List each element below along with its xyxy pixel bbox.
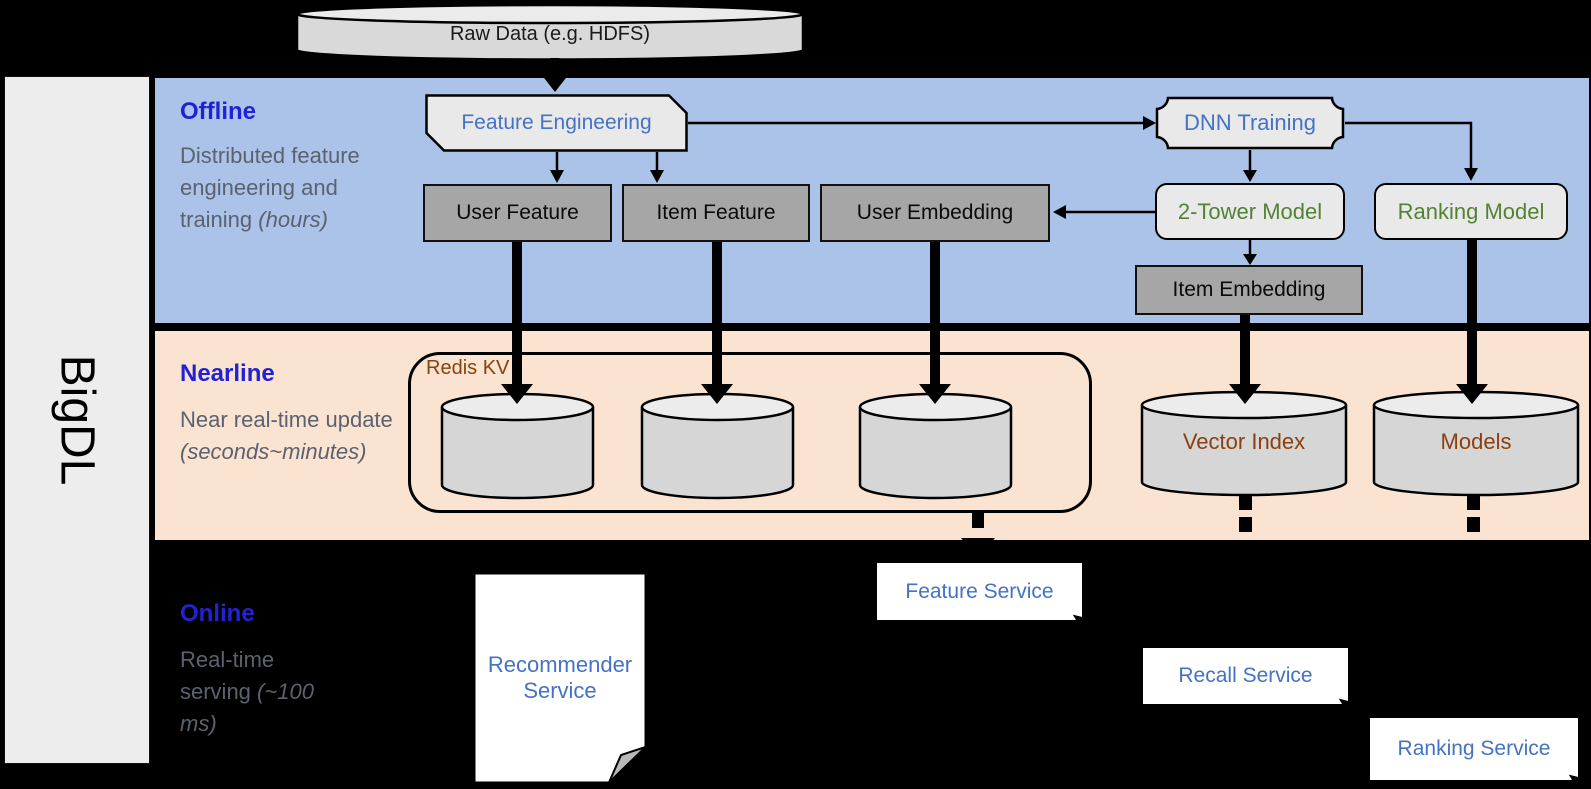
nearline-desc-text: Near real-time update bbox=[180, 407, 393, 432]
item-feature-node: Item Feature bbox=[622, 184, 810, 242]
feature-service-node: Feature Service bbox=[877, 563, 1086, 631]
online-desc-text: Real-time serving bbox=[180, 647, 275, 704]
raw-data-label: Raw Data (e.g. HDFS) bbox=[449, 22, 651, 45]
online-desc-italic: (~100 ms) bbox=[180, 679, 314, 736]
feature-engineering-node bbox=[425, 94, 688, 152]
user-feature-label: User Feature bbox=[456, 201, 579, 224]
recommender-service-label: Recommender Service bbox=[487, 652, 633, 703]
vector-index-cylinder-icon bbox=[1140, 390, 1348, 498]
offline-band-description: Distributed feature engineering and trai… bbox=[180, 140, 365, 236]
dnn-training-node bbox=[1155, 96, 1345, 150]
online-band-description: Real-time serving (~100 ms) bbox=[180, 644, 330, 740]
item-embedding-label: Item Embedding bbox=[1172, 278, 1326, 301]
raw-data-cylinder-icon bbox=[295, 3, 805, 63]
feature-engineering-label: Feature Engineering bbox=[461, 111, 652, 134]
redis-kv-label: Redis KV bbox=[426, 357, 510, 379]
bigdl-brand-label: BigDL bbox=[50, 354, 104, 486]
vector-index-label: Vector Index bbox=[1182, 429, 1306, 454]
two-tower-model-node: 2-Tower Model bbox=[1155, 183, 1345, 240]
recall-service-label: Recall Service bbox=[1178, 664, 1313, 687]
user-embedding-node: User Embedding bbox=[820, 184, 1050, 242]
models-label: Models bbox=[1440, 429, 1512, 454]
recall-service-node: Recall Service bbox=[1143, 648, 1352, 715]
feature-service-label: Feature Service bbox=[905, 579, 1054, 603]
dnn-training-label: DNN Training bbox=[1183, 110, 1317, 135]
online-band-title: Online bbox=[180, 600, 255, 627]
redis-kv-container bbox=[408, 352, 1092, 513]
redis-cylinder-3-icon bbox=[858, 392, 1013, 500]
offline-band-title: Offline bbox=[180, 98, 256, 125]
models-cylinder-icon bbox=[1372, 390, 1580, 498]
offline-desc-text: Distributed feature engineering and trai… bbox=[180, 143, 360, 232]
folded-corner-icon bbox=[1565, 774, 1582, 789]
user-embedding-label: User Embedding bbox=[856, 201, 1014, 224]
ranking-service-label: Ranking Service bbox=[1397, 737, 1551, 760]
online-band bbox=[155, 548, 1589, 789]
redis-cylinder-2-icon bbox=[640, 392, 795, 500]
ranking-model-node: Ranking Model bbox=[1374, 183, 1568, 240]
ranking-model-label: Ranking Model bbox=[1397, 198, 1545, 224]
item-embedding-node: Item Embedding bbox=[1135, 265, 1363, 315]
nearline-band-title: Nearline bbox=[180, 360, 275, 387]
item-feature-label: Item Feature bbox=[656, 201, 776, 224]
bigdl-sidebar: BigDL bbox=[4, 76, 150, 764]
ranking-service-node: Ranking Service bbox=[1370, 718, 1582, 789]
redis-cylinder-1-icon bbox=[440, 392, 595, 500]
nearline-desc-italic: (seconds~minutes) bbox=[180, 439, 367, 464]
nearline-band-description: Near real-time update (seconds~minutes) bbox=[180, 404, 420, 468]
recommender-service-document-icon bbox=[473, 572, 649, 786]
user-feature-node: User Feature bbox=[423, 184, 612, 242]
two-tower-model-label: 2-Tower Model bbox=[1177, 198, 1323, 224]
offline-desc-italic: (hours) bbox=[258, 207, 328, 232]
